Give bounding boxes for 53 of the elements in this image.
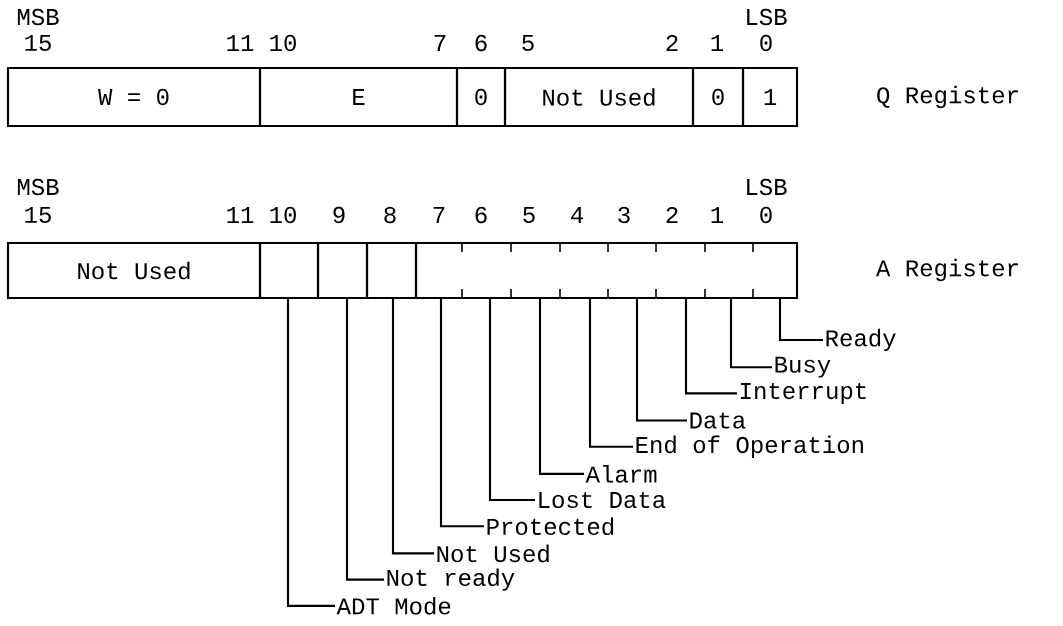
leader-line <box>635 299 687 422</box>
bit-field-box <box>365 241 418 300</box>
bit-field-box <box>316 241 369 300</box>
bit-number: 11 <box>227 35 254 51</box>
bit-order-label: LSB <box>747 178 787 196</box>
bit-field-box <box>258 241 320 300</box>
bit-number: 10 <box>270 206 296 224</box>
bit-number: 0 <box>760 34 772 52</box>
bit-order-label: MSB <box>17 8 59 26</box>
leader-line <box>684 299 737 395</box>
leader-line <box>439 299 484 528</box>
bit-number: 1 <box>711 35 724 51</box>
bit-field-box: Not Used <box>503 66 695 128</box>
bit-description: Interrupt <box>740 382 866 404</box>
leader-line <box>588 299 633 448</box>
bit-number: 11 <box>227 207 254 223</box>
bit-description: Busy <box>775 356 831 378</box>
bit-description: Protected <box>487 517 614 536</box>
bit-field-box: 1 <box>741 66 799 128</box>
bit-description: Not ready <box>387 568 515 591</box>
bit-number: 10 <box>270 34 296 52</box>
bit-order-label: MSB <box>17 178 59 196</box>
bit-description: Data <box>690 412 746 429</box>
bit-description: ADT Mode <box>336 596 451 615</box>
bit-field-box: 0 <box>691 66 745 128</box>
bit-field-box: E <box>258 66 459 128</box>
bit-number: 6 <box>475 34 487 52</box>
leader-line <box>488 299 535 502</box>
bit-field-box <box>414 241 799 300</box>
leader-line <box>538 299 584 475</box>
bit-field-box: 0 <box>455 66 507 128</box>
bit-description: Ready <box>826 328 896 352</box>
bit-description: Alarm <box>585 465 657 483</box>
bit-number: 7 <box>433 207 445 223</box>
leader-line <box>286 299 335 607</box>
bit-number: 7 <box>434 35 446 51</box>
bit-number: 8 <box>384 206 396 224</box>
leader-line <box>345 299 384 581</box>
leader-line <box>391 299 434 555</box>
bit-order-label: LSB <box>747 8 787 26</box>
bit-number: 5 <box>522 35 534 51</box>
bit-description: Not Used <box>437 544 549 563</box>
register-name: A Register <box>876 258 1018 282</box>
register-name: Q Register <box>877 85 1018 109</box>
bit-field-box: Not Used <box>6 241 262 300</box>
bit-description: Lost Data <box>539 491 666 509</box>
bit-number: 9 <box>333 206 345 224</box>
bit-field-box: W = 0 <box>6 66 262 128</box>
bit-number: 2 <box>666 34 678 52</box>
bit-number: 6 <box>475 206 487 224</box>
bit-description: End of Operation <box>636 435 863 458</box>
leader-line <box>778 299 823 342</box>
leader-line <box>729 299 772 369</box>
